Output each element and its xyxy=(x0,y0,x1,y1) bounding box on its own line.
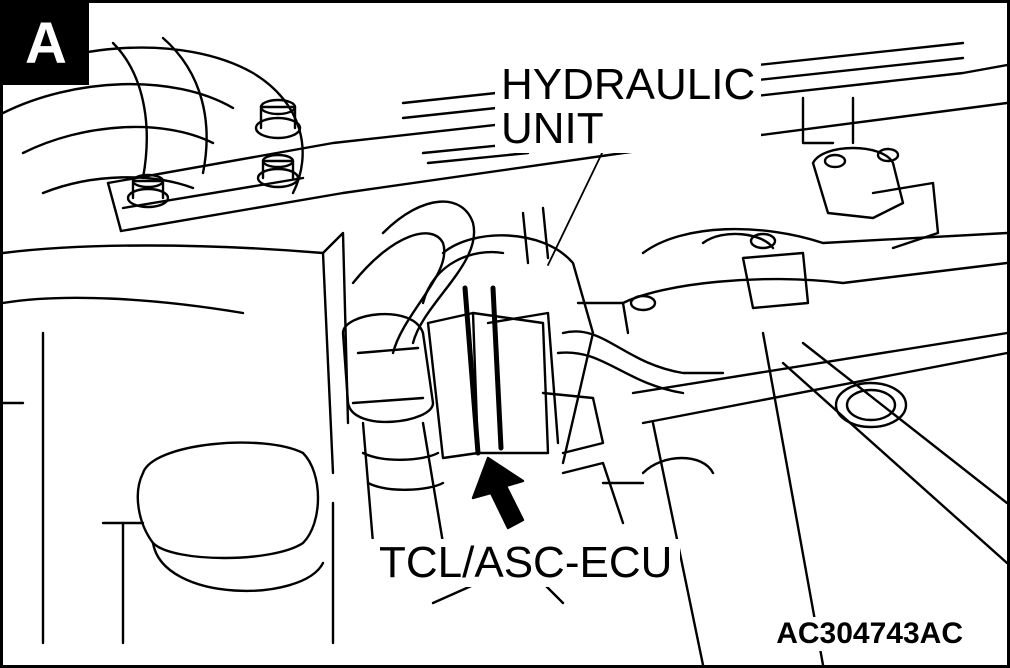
hose xyxy=(341,200,476,545)
ecu-arrow xyxy=(471,456,525,530)
oil-cap xyxy=(834,381,908,429)
engine-bay-illustration xyxy=(3,36,1007,665)
ecu-stripes xyxy=(462,285,504,456)
figure-id: AC304743AC xyxy=(772,617,967,651)
hydraulic-unit-label-line1: HYDRAULIC xyxy=(501,60,756,109)
hydraulic-unit xyxy=(421,206,630,465)
ecu-label: TCL/ASC-ECU xyxy=(371,539,681,587)
hydraulic-unit-label-line2: UNIT xyxy=(501,104,604,153)
connectors xyxy=(629,146,940,312)
hydraulic-leader xyxy=(547,150,604,266)
panel-letter: A xyxy=(3,3,89,85)
reservoir xyxy=(101,441,335,645)
hydraulic-unit-label: HYDRAULIC UNIT xyxy=(495,60,762,153)
engine-block xyxy=(621,227,1007,665)
left-housing xyxy=(3,231,350,645)
bracket-bolts xyxy=(126,98,302,209)
